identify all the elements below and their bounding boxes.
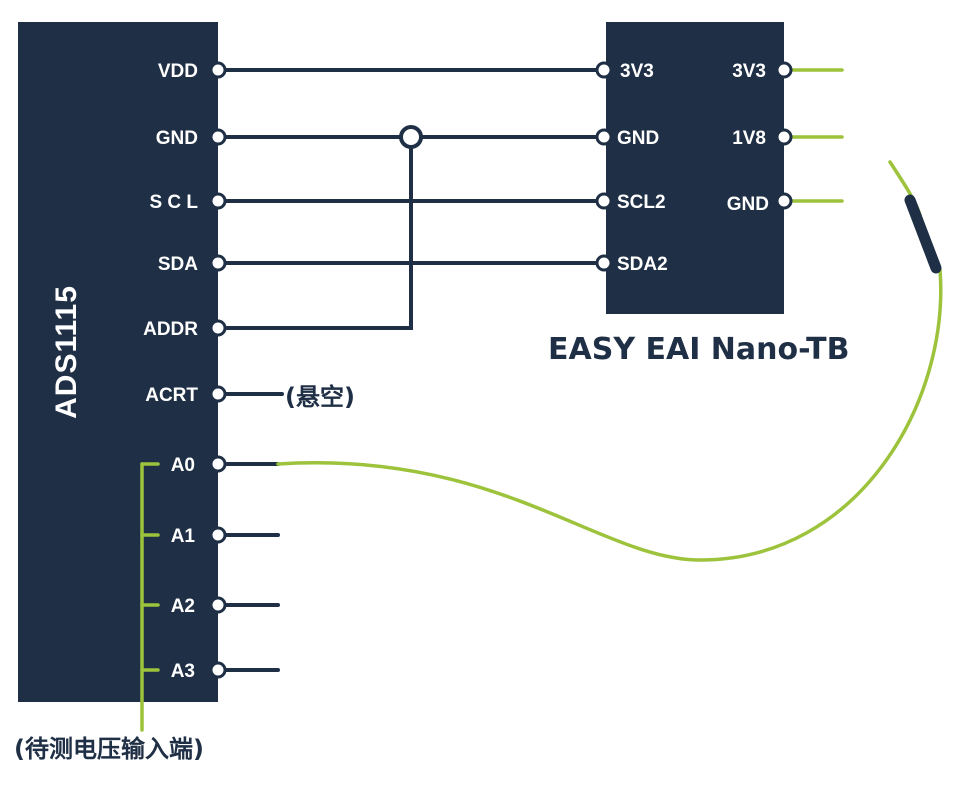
probe-a0-cable [276,268,943,562]
pin-dot [209,596,227,614]
wire-group [216,68,606,672]
wire-addr-gnd [216,144,413,330]
tb-left-pin-3v3: 3V3 [620,61,654,82]
tb-left-pin-scl2: SCL2 [617,192,666,213]
ads-pin-a0: A0 [171,455,195,476]
ads1115-title: ADS1115 [50,285,83,419]
nano-tb-board [606,22,784,314]
probe-group [140,68,943,732]
ads-pin-vdd: VDD [158,61,198,82]
pin-dot [209,61,227,79]
ads1115-module [18,22,218,702]
ads-pin-scl: S C L [149,192,198,213]
pin-dot [595,128,613,146]
ads-pin-a3: A3 [171,661,195,682]
pin-dot [209,319,227,337]
pin-dot [209,128,227,146]
probe-sleeve [904,194,942,274]
ads-pin-sda: SDA [158,254,198,275]
pin-dot [209,526,227,544]
gnd-junction [399,125,423,149]
acrt-floating-note: (悬空) [285,383,355,411]
pin-dot [775,192,793,210]
pin-dot [209,254,227,272]
pin-dot [595,254,613,272]
ads-pin-addr: ADDR [143,319,198,340]
ads-pin-a2: A2 [171,596,195,617]
pin-dot [209,192,227,210]
tb-right-pin-gnd: GND [727,194,769,215]
pin-dot [595,61,613,79]
tb-right-pin-1v8: 1V8 [732,128,766,149]
pin-dot [775,61,793,79]
pin-dot [209,455,227,473]
tb-left-pin-gnd: GND [617,128,659,149]
ads-pin-gnd: GND [156,128,198,149]
pin-markers [209,61,793,679]
pin-dot [595,192,613,210]
board-title: EASY EAI Nano-TB [548,332,850,367]
ads-pin-a1: A1 [171,526,196,547]
tb-left-pin-sda2: SDA2 [617,254,668,275]
pin-dot [209,385,227,403]
input-note: (待测电压输入端) [14,735,204,763]
pin-dot [209,661,227,679]
pin-dot [775,128,793,146]
ads-pin-acrt: ACRT [145,385,198,406]
tb-right-pin-3v3: 3V3 [732,61,766,82]
